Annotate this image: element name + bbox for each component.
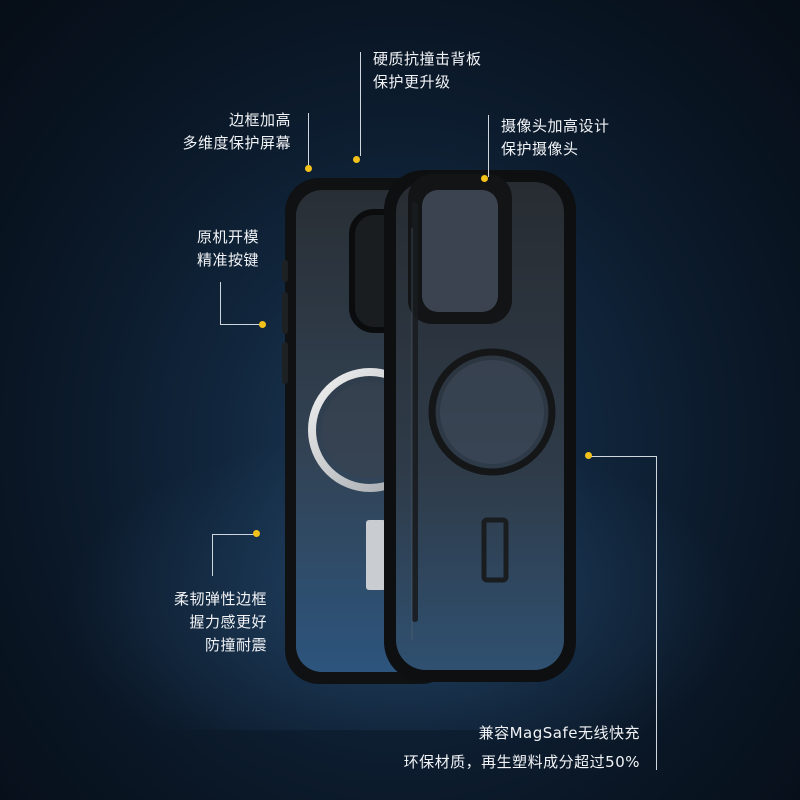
callout-dot-frame	[253, 530, 260, 537]
callout-frame-line3: 防撞耐震	[204, 636, 267, 654]
callout-frame-line1: 柔韧弹性边框	[173, 590, 267, 608]
connector-camera	[488, 115, 489, 177]
callout-camera: 摄像头加高设计 保护摄像头	[501, 115, 610, 161]
case-front-view	[384, 170, 576, 682]
callout-buttons-line1: 原机开模	[196, 228, 259, 246]
connector-buttons-h	[220, 324, 262, 325]
callout-frame: 柔韧弹性边框 握力感更好 防撞耐震	[174, 588, 267, 657]
callout-camera-line1: 摄像头加高设计	[501, 117, 610, 135]
callout-dot-back-panel	[353, 156, 360, 163]
callout-camera-line2: 保护摄像头	[501, 140, 579, 158]
callout-dot-camera	[481, 175, 488, 182]
callout-magsafe: 兼容MagSafe无线快充 环保材质，再生塑料成分超过50%	[404, 719, 640, 777]
callout-raised-edge-line2: 多维度保护屏幕	[182, 134, 291, 152]
connector-buttons-v	[220, 282, 221, 324]
callout-magsafe-line1: 兼容MagSafe无线快充	[478, 724, 640, 742]
callout-buttons-line2: 精准按键	[196, 251, 259, 269]
callout-back-panel-line1: 硬质抗撞击背板	[373, 50, 482, 68]
callout-dot-magsafe	[585, 452, 592, 459]
callout-frame-line2: 握力感更好	[189, 613, 267, 631]
callout-dot-raised-edge	[305, 165, 312, 172]
callout-raised-edge: 边框加高 多维度保护屏幕	[182, 109, 291, 155]
connector-frame-v	[212, 534, 213, 576]
connector-magsafe-v	[656, 456, 657, 770]
callout-dot-buttons	[259, 321, 266, 328]
connector-magsafe-h	[590, 456, 656, 457]
callout-back-panel-line2: 保护更升级	[373, 73, 451, 91]
connector-frame-h	[212, 534, 256, 535]
connector-raised-edge	[308, 113, 309, 167]
callout-buttons: 原机开模 精准按键	[197, 226, 259, 272]
callout-back-panel: 硬质抗撞击背板 保护更升级	[373, 48, 482, 94]
callout-magsafe-line2: 环保材质，再生塑料成分超过50%	[403, 753, 640, 771]
connector-back-panel	[360, 52, 361, 156]
callout-raised-edge-line1: 边框加高	[228, 111, 291, 129]
